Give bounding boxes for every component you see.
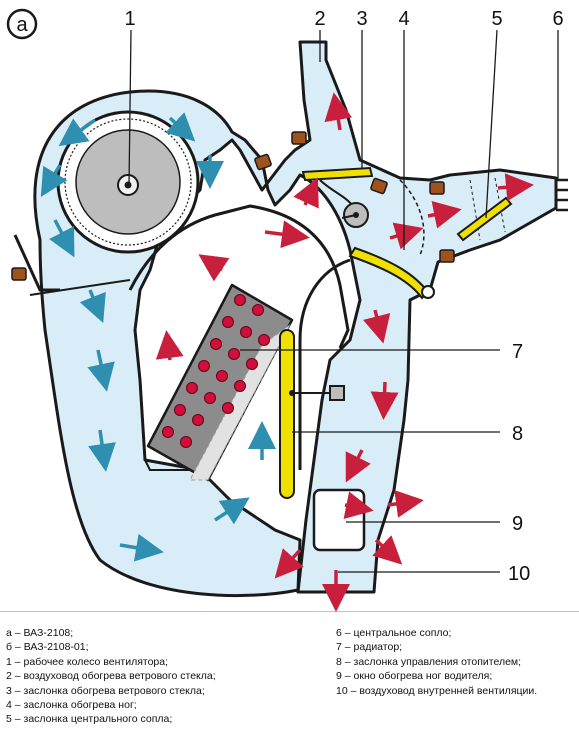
callout-7: 7 [512, 341, 523, 363]
radiator-tubes [162, 294, 270, 448]
legend-item: а – ВАЗ-2108; [6, 627, 74, 639]
legend-item: 3 – заслонка обогрева ветрового стекла; [6, 684, 205, 697]
leader-lines [128, 29, 559, 573]
legend-item: 6 – центральное сопло; [336, 627, 452, 639]
legend-item: 7 – радиатор; [336, 641, 403, 654]
heater-control-damper [279, 329, 345, 499]
callout-1: 1 [124, 8, 135, 30]
legend-item: 2 – воздуховод обогрева ветрового стекла… [6, 670, 216, 683]
callout-3: 3 [356, 8, 367, 30]
legend-item: 4 – заслонка обогрева ног; [6, 699, 137, 712]
seals [11, 131, 455, 281]
callout-4: 4 [398, 8, 409, 30]
radiator [146, 283, 294, 482]
panel-letter: а [16, 14, 28, 36]
warm-airflow-arrows [155, 92, 534, 612]
legend-item: 1 – рабочее колесо вентилятора; [6, 655, 169, 668]
foot-damper [348, 246, 435, 300]
callout-10: 10 [508, 563, 530, 585]
windshield-damper [301, 166, 374, 228]
legend-item: 8 – заслонка управления отопителем; [336, 655, 522, 668]
callout-6: 6 [552, 8, 563, 30]
legend-item: б – ВАЗ-2108-01; [6, 641, 89, 654]
callout-numbers: 1 2 3 4 5 6 7 8 9 10 [124, 8, 563, 585]
legend-divider [0, 611, 579, 612]
legend-left-column: а – ВАЗ-2108; б – ВАЗ-2108-01; 1 – рабоч… [6, 626, 216, 727]
legend-right-column: 6 – центральное сопло; 7 – радиатор; 8 –… [336, 626, 537, 698]
legend-item: 10 – воздуховод внутренней вентиляции. [336, 684, 538, 697]
legend-item: 9 – окно обогрева ног водителя; [336, 670, 493, 683]
center-nozzle-damper [456, 196, 513, 242]
cold-airflow-arrows [40, 112, 276, 562]
panel-letter-badge: а [6, 8, 38, 40]
callout-5: 5 [491, 8, 502, 30]
callout-9: 9 [512, 513, 523, 535]
legend-item: 5 – заслонка центрального сопла; [6, 713, 173, 726]
callout-8: 8 [512, 423, 523, 445]
callout-2: 2 [314, 8, 325, 30]
heater-diagram: а [6, 8, 568, 612]
